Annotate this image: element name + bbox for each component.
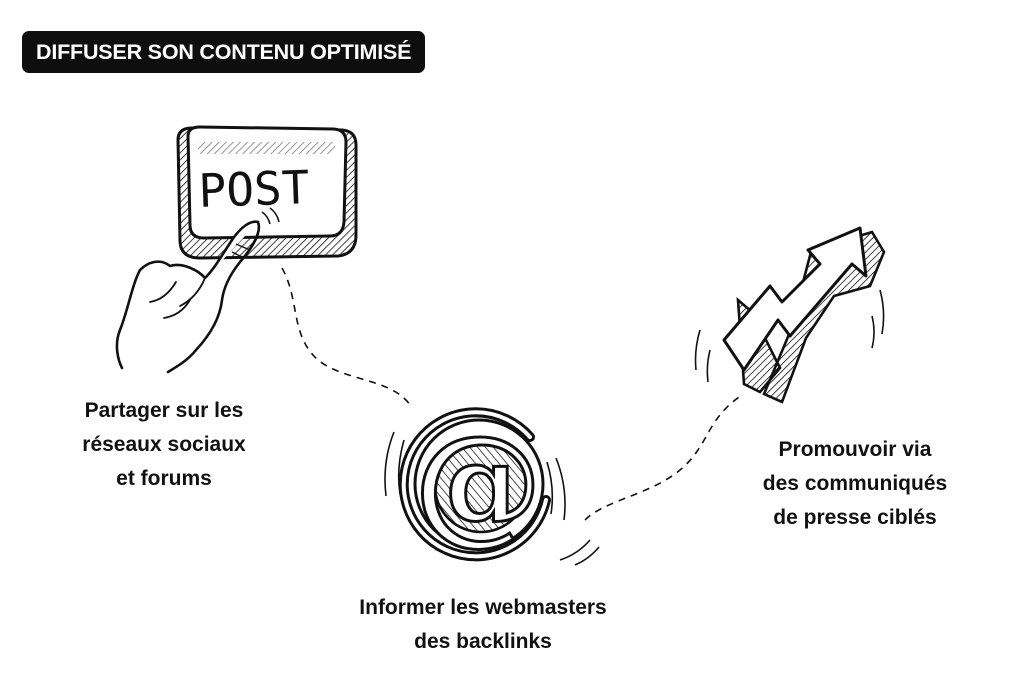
step-social-caption: Partager sur les réseaux sociaux et foru… — [54, 394, 274, 496]
step-press-caption: Promouvoir via des communiqués de presse… — [730, 433, 980, 535]
post-button-label: POST — [198, 160, 311, 218]
connector-social-to-webmasters — [281, 267, 413, 409]
step-webmasters-caption: Informer les webmasters des backlinks — [318, 591, 648, 659]
step-press-line2: des communiqués — [762, 472, 948, 495]
step-social-line1: Partager sur les — [84, 399, 244, 422]
connector-webmasters-to-press — [584, 394, 743, 521]
post-button-hand-icon: POST — [115, 125, 358, 374]
step-social-line2: réseaux sociaux — [82, 433, 246, 456]
step-webmasters-line1: Informer les webmasters — [359, 596, 607, 619]
step-press-line3: de presse ciblés — [773, 506, 937, 529]
at-sign-icon: @ — [384, 407, 600, 566]
step-press-line1: Promouvoir via — [778, 438, 932, 461]
step-social-line3: et forums — [116, 467, 212, 490]
svg-text:@: @ — [414, 408, 542, 558]
step-webmasters-line2: des backlinks — [414, 630, 552, 653]
page-title: DIFFUSER SON CONTENU OPTIMISÉ — [22, 31, 426, 73]
arrow-up-icon — [694, 226, 886, 404]
